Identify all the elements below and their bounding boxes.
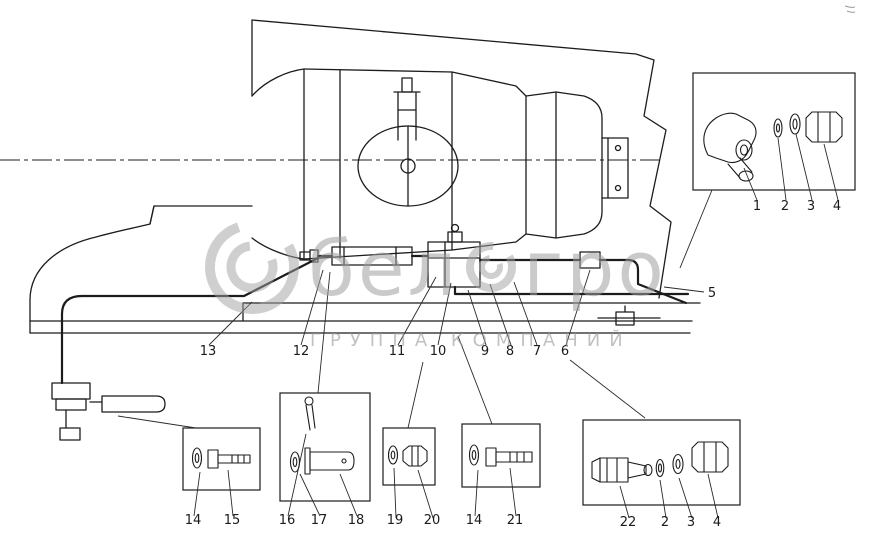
callout-6: 6 xyxy=(561,344,569,359)
callout-12: 12 xyxy=(293,344,310,359)
hydraulic-components xyxy=(51,223,661,441)
callout-21: 21 xyxy=(507,513,524,528)
callout-13: 13 xyxy=(200,344,217,359)
detail-box-pin xyxy=(279,392,371,502)
callout-16: 16 xyxy=(279,513,296,528)
callout-22: 22 xyxy=(620,515,637,530)
callout-9: 9 xyxy=(481,344,489,359)
transmission-drawing xyxy=(251,68,629,260)
detail-boxes xyxy=(182,72,856,506)
callout-5: 5 xyxy=(708,286,716,301)
detail-box-nuts xyxy=(382,427,436,486)
corner-mark xyxy=(844,5,856,13)
detail-box-fitting-bottom xyxy=(582,419,741,506)
callout-2: 2 xyxy=(661,515,669,530)
callout-18: 18 xyxy=(348,513,365,528)
hydraulic-pipes xyxy=(60,254,690,385)
detail-parts xyxy=(191,111,843,483)
callout-3: 3 xyxy=(687,515,695,530)
callout-10: 10 xyxy=(430,344,447,359)
callout-17: 17 xyxy=(311,513,328,528)
callout-19: 19 xyxy=(387,513,404,528)
callout-2: 2 xyxy=(781,199,789,214)
callout-15: 15 xyxy=(224,513,241,528)
callout-14: 14 xyxy=(185,513,202,528)
chassis-outline xyxy=(29,19,701,334)
callout-1: 1 xyxy=(753,199,761,214)
callout-7: 7 xyxy=(533,344,541,359)
detail-box-fitting-top xyxy=(692,72,856,191)
callout-20: 20 xyxy=(424,513,441,528)
detail-box-bolt-left xyxy=(182,427,261,491)
callout-4: 4 xyxy=(833,199,841,214)
callout-11: 11 xyxy=(389,344,406,359)
callout-4: 4 xyxy=(713,515,721,530)
detail-box-bolt-right xyxy=(461,423,541,488)
callout-8: 8 xyxy=(506,344,514,359)
callout-14: 14 xyxy=(466,513,483,528)
callout-3: 3 xyxy=(807,199,815,214)
